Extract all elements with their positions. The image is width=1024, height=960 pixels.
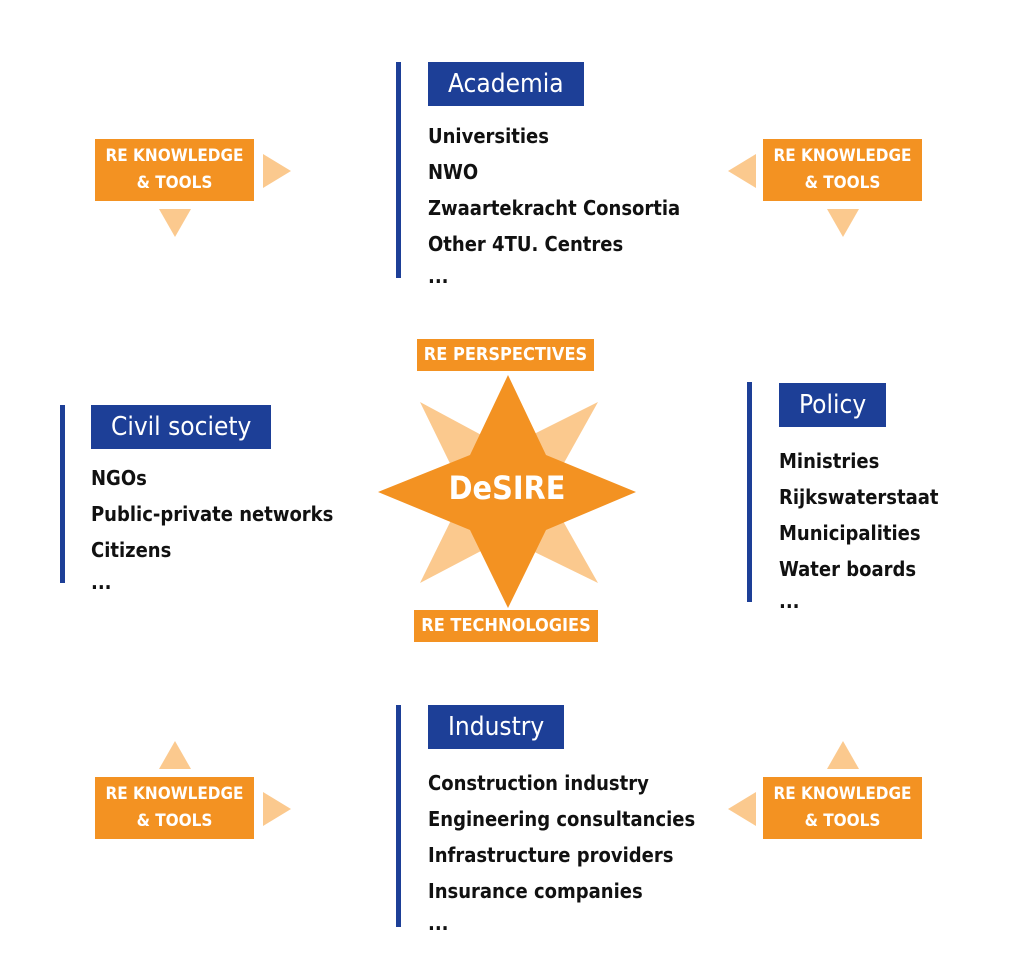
civil-society-item: ... <box>91 570 112 594</box>
industry-item: Infrastructure providers <box>428 843 674 867</box>
civil-society-item: NGOs <box>91 466 147 490</box>
civil-society-list: NGOs Public-private networks Citizens ..… <box>91 460 333 604</box>
industry-item: Construction industry <box>428 771 649 795</box>
industry-heading: Industry <box>428 705 565 749</box>
policy-item: Municipalities <box>779 521 921 545</box>
industry-divider <box>396 705 401 927</box>
industry-item: Insurance companies <box>428 879 643 903</box>
academia-divider <box>396 62 401 278</box>
arrow-down-icon <box>827 209 859 237</box>
knowledge-tools-line2: & TOOLS <box>136 811 213 831</box>
desire-title: DeSIRE <box>448 469 566 507</box>
knowledge-tools-box: RE KNOWLEDGE & TOOLS <box>763 777 922 839</box>
civil-society-divider <box>60 405 65 583</box>
knowledge-tools-line2: & TOOLS <box>136 173 213 193</box>
industry-item: Engineering consultancies <box>428 807 696 831</box>
policy-divider <box>747 382 752 602</box>
desire-star <box>378 375 636 608</box>
academia-item: Universities <box>428 124 549 148</box>
civil-society-item: Citizens <box>91 538 172 562</box>
star-body <box>378 375 636 608</box>
arrow-left-icon <box>728 154 756 188</box>
arrow-right-icon <box>263 792 291 826</box>
policy-item: Ministries <box>779 449 880 473</box>
arrow-down-icon <box>159 209 191 237</box>
knowledge-tools-line1: RE KNOWLEDGE <box>773 146 912 166</box>
academia-item: Zwaartekracht Consortia <box>428 196 681 220</box>
knowledge-tools-box: RE KNOWLEDGE & TOOLS <box>95 139 254 201</box>
policy-heading: Policy <box>779 383 887 427</box>
industry-list: Construction industry Engineering consul… <box>428 765 695 945</box>
policy-item: Water boards <box>779 557 917 581</box>
policy-list: Ministries Rijkswaterstaat Municipalitie… <box>779 443 939 623</box>
knowledge-tools-line1: RE KNOWLEDGE <box>105 784 244 804</box>
knowledge-tools-line1: RE KNOWLEDGE <box>105 146 244 166</box>
academia-list: Universities NWO Zwaartekracht Consortia… <box>428 118 680 298</box>
academia-item: Other 4TU. Centres <box>428 232 624 256</box>
policy-item: ... <box>779 589 800 613</box>
arrow-up-icon <box>159 741 191 769</box>
civil-society-heading: Civil society <box>91 405 272 449</box>
re-technologies-label: RE TECHNOLOGIES <box>414 610 598 642</box>
knowledge-tools-box: RE KNOWLEDGE & TOOLS <box>763 139 922 201</box>
academia-item: ... <box>428 264 449 288</box>
re-perspectives-label: RE PERSPECTIVES <box>417 339 594 371</box>
civil-society-item: Public-private networks <box>91 502 334 526</box>
arrow-up-icon <box>827 741 859 769</box>
policy-item: Rijkswaterstaat <box>779 485 939 509</box>
arrow-right-icon <box>263 154 291 188</box>
knowledge-tools-line2: & TOOLS <box>804 811 881 831</box>
knowledge-tools-box: RE KNOWLEDGE & TOOLS <box>95 777 254 839</box>
industry-item: ... <box>428 911 449 935</box>
knowledge-tools-line2: & TOOLS <box>804 173 881 193</box>
knowledge-tools-line1: RE KNOWLEDGE <box>773 784 912 804</box>
arrow-left-icon <box>728 792 756 826</box>
academia-item: NWO <box>428 160 479 184</box>
academia-heading: Academia <box>428 62 584 106</box>
